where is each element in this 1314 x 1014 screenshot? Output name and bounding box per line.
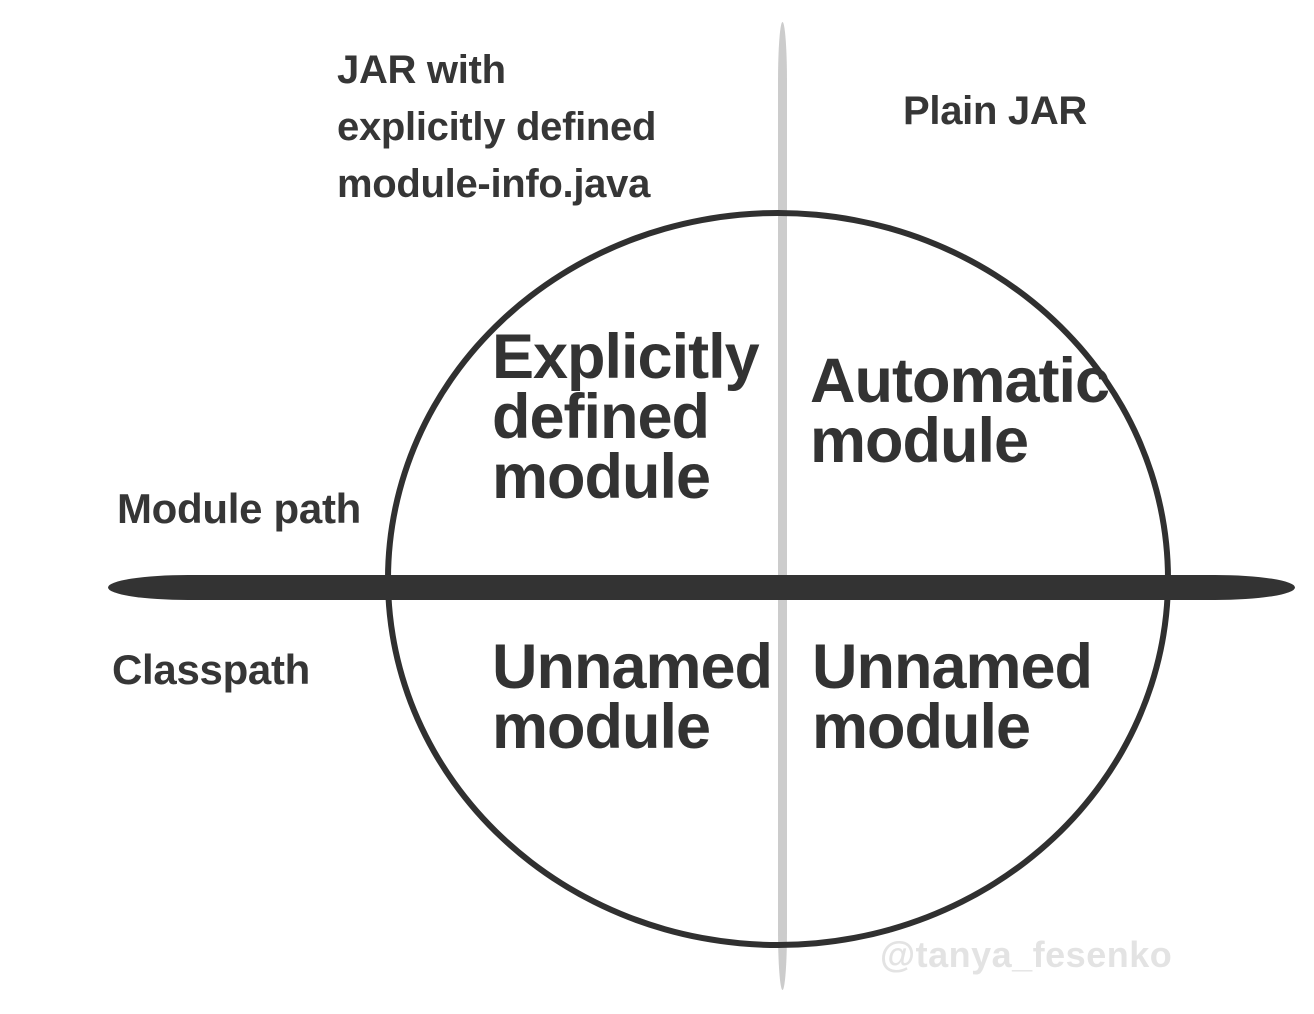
- quadrant-unnamed-module-left: Unnamed module: [492, 632, 773, 762]
- row-label-classpath: Classpath: [112, 646, 311, 693]
- row-label-module-path: Module path: [117, 485, 362, 532]
- column-label-jar-with-module-info: JAR with explicitly defined module-info.…: [337, 48, 657, 206]
- horizontal-axis-bar: [108, 575, 1295, 600]
- quadrant-automatic-module: Automatic module: [810, 346, 1110, 476]
- quadrant-explicitly-defined-module: Explicitly defined module: [492, 322, 760, 512]
- column-label-plain-jar: Plain JAR: [903, 89, 1088, 133]
- quadrant-unnamed-module-right: Unnamed module: [812, 632, 1093, 762]
- watermark-credit: @tanya_fesenko: [880, 934, 1173, 975]
